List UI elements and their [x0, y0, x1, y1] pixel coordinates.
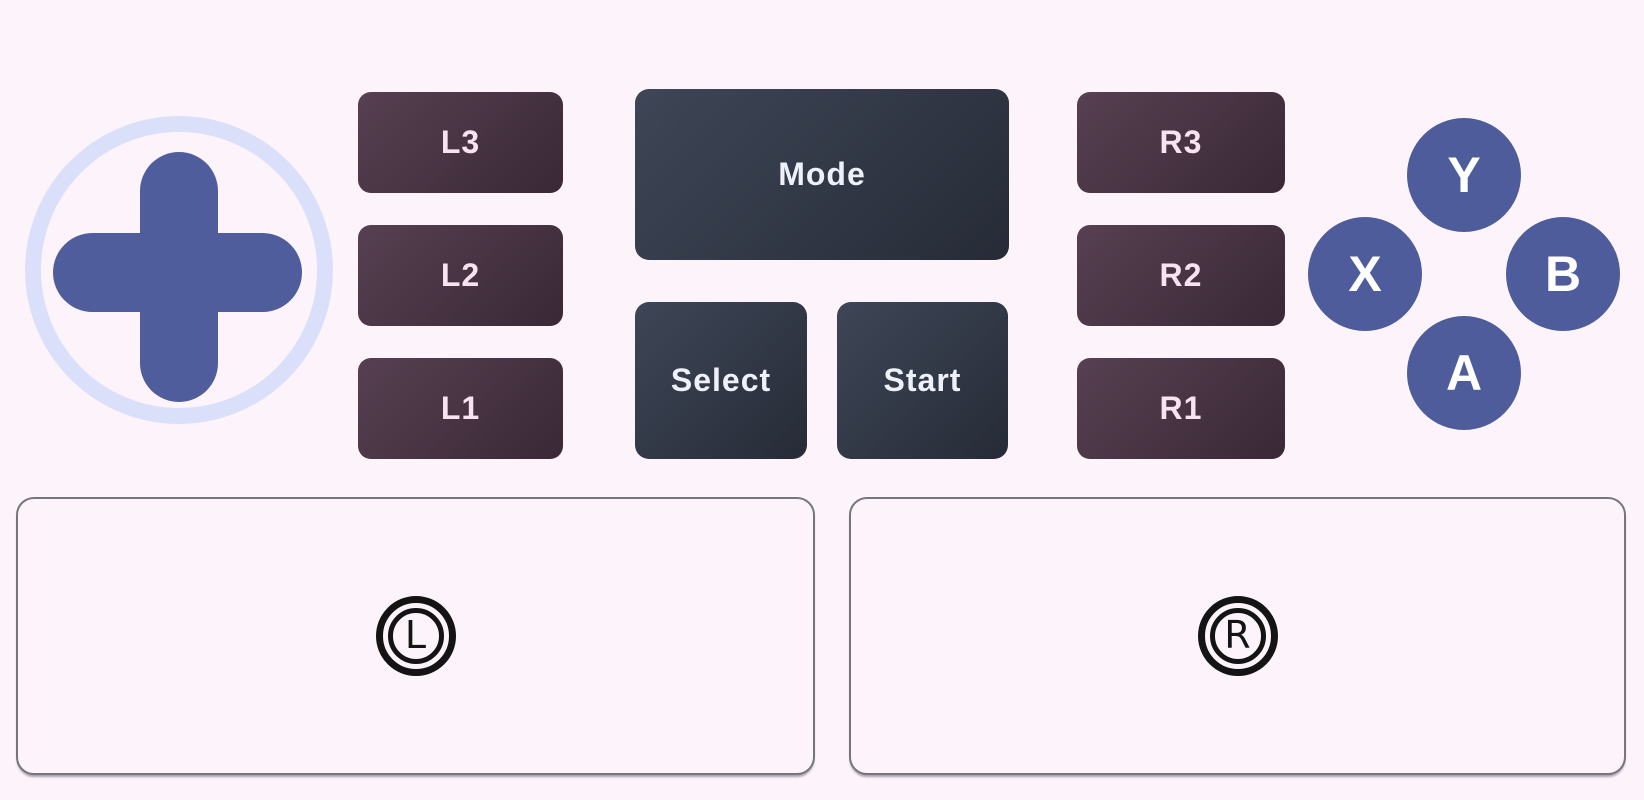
- dpad-cross-horizontal: [53, 233, 302, 312]
- l2-button[interactable]: L2: [358, 225, 563, 326]
- right-stick-icon: R: [1197, 596, 1278, 676]
- r3-button[interactable]: R3: [1077, 92, 1285, 193]
- right-stick-label: R: [1209, 608, 1266, 664]
- left-stick-icon: L: [375, 596, 456, 676]
- right-stick-zone[interactable]: R: [849, 497, 1626, 775]
- start-button[interactable]: Start: [837, 302, 1008, 459]
- left-stick-zone[interactable]: L: [16, 497, 815, 775]
- r1-button[interactable]: R1: [1077, 358, 1285, 459]
- a-button[interactable]: A: [1407, 316, 1521, 430]
- x-button[interactable]: X: [1308, 217, 1422, 331]
- select-button[interactable]: Select: [635, 302, 807, 459]
- y-button[interactable]: Y: [1407, 118, 1521, 232]
- mode-button[interactable]: Mode: [635, 89, 1009, 260]
- left-stick-label: L: [387, 608, 444, 664]
- l3-button[interactable]: L3: [358, 92, 563, 193]
- l1-button[interactable]: L1: [358, 358, 563, 459]
- r2-button[interactable]: R2: [1077, 225, 1285, 326]
- dpad[interactable]: [9, 100, 349, 440]
- b-button[interactable]: B: [1506, 217, 1620, 331]
